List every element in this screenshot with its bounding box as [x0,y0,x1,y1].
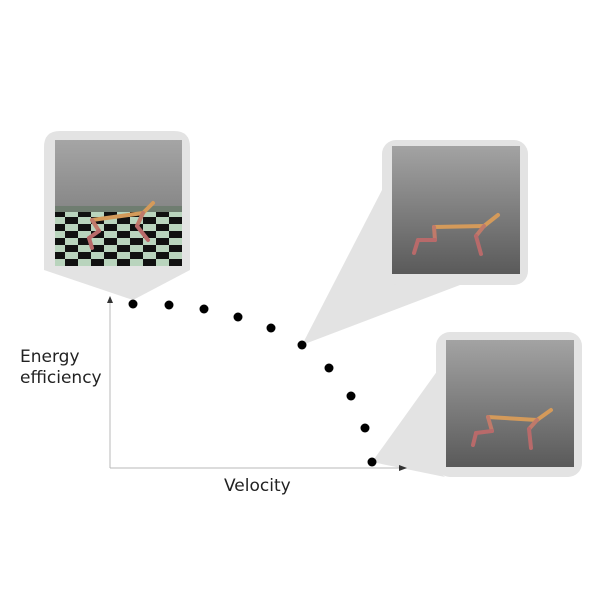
data-point [367,457,377,467]
panel-image-bottom-right [446,340,574,467]
data-point [128,299,138,309]
data-point [233,312,243,322]
data-point [164,300,174,310]
y-axis-label-line1: Energy [20,347,80,367]
data-point [266,323,276,333]
x-axis-label: Velocity [224,476,291,496]
y-axis-arrow-icon [107,296,113,303]
y-axis-label-line2: efficiency [20,368,102,388]
y-axis [107,296,113,468]
robot-cheetah-top-left [87,201,155,250]
data-point [324,363,334,373]
x-axis [110,465,407,471]
robot-cheetah-bottom-right [471,408,553,450]
data-point [199,304,209,314]
data-point [360,423,370,433]
data-point [346,391,356,401]
x-axis-arrow-icon [399,465,407,471]
panel-image-top-right [392,146,520,274]
panel-image-top-left [55,140,182,266]
y-axis-label: Energy efficiency [20,347,110,389]
data-point [297,340,307,350]
robot-cheetah-top-right [412,213,500,256]
pareto-points [128,299,377,467]
